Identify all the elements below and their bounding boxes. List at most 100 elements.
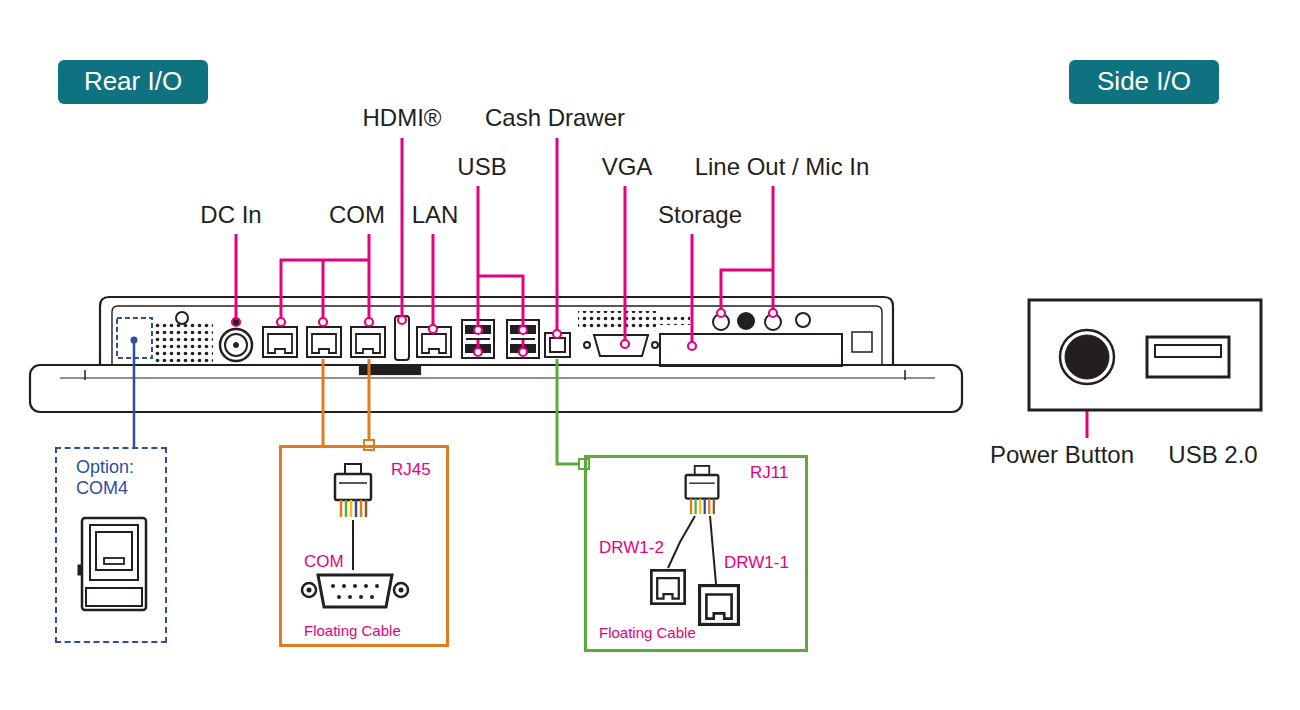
leader-dots-part	[474, 326, 482, 334]
device-housing-part	[85, 370, 905, 380]
port-label: USB 2.0	[1168, 441, 1257, 469]
rj45-floating-cable-part	[399, 588, 404, 593]
rj11-floating-cable-part	[668, 516, 695, 568]
callout-wires-part	[131, 337, 138, 344]
cable-note: Floating Cable	[304, 622, 401, 639]
leader-dots-part	[717, 309, 725, 317]
leader-dots-part	[519, 326, 527, 334]
leader-dots-part	[621, 340, 629, 348]
leader-dots	[232, 309, 1091, 372]
vga-port-part	[652, 342, 658, 348]
rj11-floating-cable	[651, 466, 738, 625]
port-label: VGA	[602, 153, 653, 181]
rj45-floating-cable-part	[302, 583, 316, 597]
leader-dots-part	[519, 348, 527, 356]
connector-type: RJ11	[750, 463, 788, 483]
rj45-floating-cable-part-part	[348, 595, 352, 599]
port-label: COM	[329, 201, 385, 229]
vent-grille	[155, 311, 690, 362]
rj45-floating-cable-part	[318, 575, 392, 607]
port-label: HDMI®	[362, 104, 441, 132]
screws-part	[796, 313, 810, 327]
dc-in-jack-part	[220, 329, 252, 361]
leader-dots-part	[398, 316, 406, 324]
rj45-floating-cable-part-part	[353, 584, 357, 588]
leader-dots-part	[319, 318, 327, 326]
port-label: Cash Drawer	[485, 104, 625, 132]
leader-lines-part	[235, 234, 238, 320]
vent-grille-part	[660, 313, 690, 325]
vga-port	[584, 335, 658, 356]
device-housing-part	[60, 377, 935, 378]
leader-lines-part	[556, 138, 559, 333]
port-label: Storage	[658, 201, 742, 229]
screws-part	[738, 313, 754, 329]
vga-port-part	[584, 342, 590, 348]
rj45-floating-cable-part-part	[337, 595, 341, 599]
com4-jack-icon-part	[96, 532, 132, 570]
usb-ports-part	[466, 338, 490, 340]
cable-note: Floating Cable	[599, 624, 696, 641]
com4-jack-icon-part	[90, 525, 138, 580]
option-box: Option: COM4	[55, 447, 167, 643]
vent-grille-part	[578, 311, 656, 331]
rj45-floating-cable-part	[394, 583, 408, 597]
option-label: Option: COM4	[76, 457, 158, 498]
vent-grille-part	[155, 322, 213, 362]
side-panel-part	[1029, 300, 1261, 410]
side-panel-part	[1155, 345, 1221, 357]
usb-ports-part	[507, 320, 539, 358]
storage-cover-part	[852, 332, 872, 352]
port-label: Line Out / Mic In	[695, 153, 870, 181]
rj45-floating-cable-part-part	[359, 595, 363, 599]
leader-lines-part	[691, 234, 694, 345]
com-ports	[263, 327, 385, 357]
hdmi-port	[395, 316, 409, 360]
rj11-floating-cable-part	[651, 570, 684, 603]
rj45-floating-cable-part	[335, 464, 371, 517]
callout-wires-part	[133, 340, 136, 447]
rj11-floating-cable-part	[686, 466, 719, 514]
rj45-floating-cable-part	[331, 584, 379, 599]
rj45-floating-cable	[302, 464, 408, 607]
rj45-floating-cable-part-part	[331, 584, 335, 588]
connector-type: RJ45	[391, 460, 431, 480]
com-ports-part	[307, 327, 341, 357]
dc-in-jack-part	[234, 343, 239, 348]
vga-port-part	[594, 335, 648, 356]
cable-box: RJ11DRW1-2DRW1-1Floating Cable	[584, 455, 808, 652]
leader-dots-part	[277, 318, 285, 326]
port-label: Power Button	[990, 441, 1134, 469]
side-panel-part	[1060, 330, 1114, 384]
leader-lines-part	[478, 186, 523, 352]
leader-dots-part	[365, 318, 373, 326]
leader-lines-part	[624, 186, 627, 342]
side-panel-part	[1147, 337, 1229, 377]
usb-ports-part	[462, 320, 494, 358]
callout-wires	[131, 337, 590, 470]
leader-lines	[236, 138, 1087, 438]
leader-dots-part	[553, 330, 561, 338]
callout-wires-part	[557, 359, 579, 464]
port-label: USB	[457, 153, 506, 181]
rj45-floating-cable-part	[352, 520, 354, 570]
dc-in-jack-part	[225, 334, 247, 356]
badge-title: Rear I/O	[84, 67, 182, 97]
port-name: DRW1-1	[724, 553, 789, 573]
leader-lines-part	[281, 234, 369, 320]
side-panel	[1029, 300, 1261, 410]
com-ports-part	[351, 327, 385, 357]
com4-jack-icon-part	[104, 558, 124, 564]
port-label: DC In	[200, 201, 261, 229]
device-housing	[30, 297, 962, 412]
device-housing-part	[30, 365, 962, 412]
usb-ports-part	[511, 326, 535, 333]
rj45-floating-cable-part-part	[364, 584, 368, 588]
section-badge: Side I/O	[1069, 60, 1219, 104]
leader-dots-part	[688, 342, 696, 350]
signal-name: COM	[304, 552, 344, 572]
leader-lines-part	[432, 234, 435, 328]
callout-wires-part	[323, 359, 369, 445]
